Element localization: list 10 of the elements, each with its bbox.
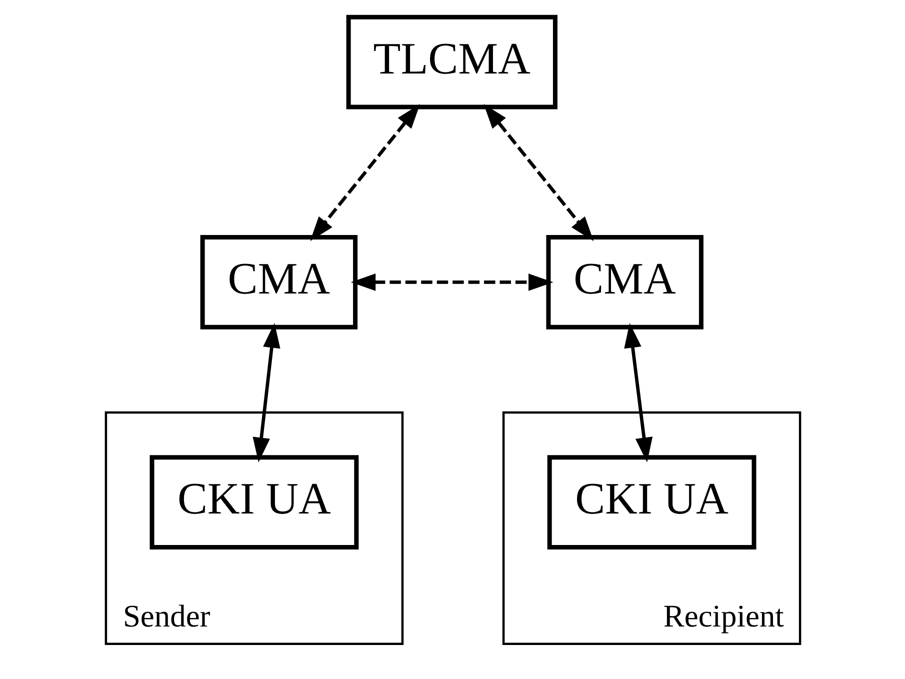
node-box: CKI UA [149,455,358,550]
node-box: CMA [546,235,703,330]
node-box: CMA [200,235,358,330]
arrow [483,104,594,242]
arrow [624,323,652,462]
arrow [350,274,553,291]
node-box: TLCMA [346,14,557,110]
node-box: CKI UA [546,455,756,550]
arrow [252,323,280,462]
arrow [310,104,420,242]
